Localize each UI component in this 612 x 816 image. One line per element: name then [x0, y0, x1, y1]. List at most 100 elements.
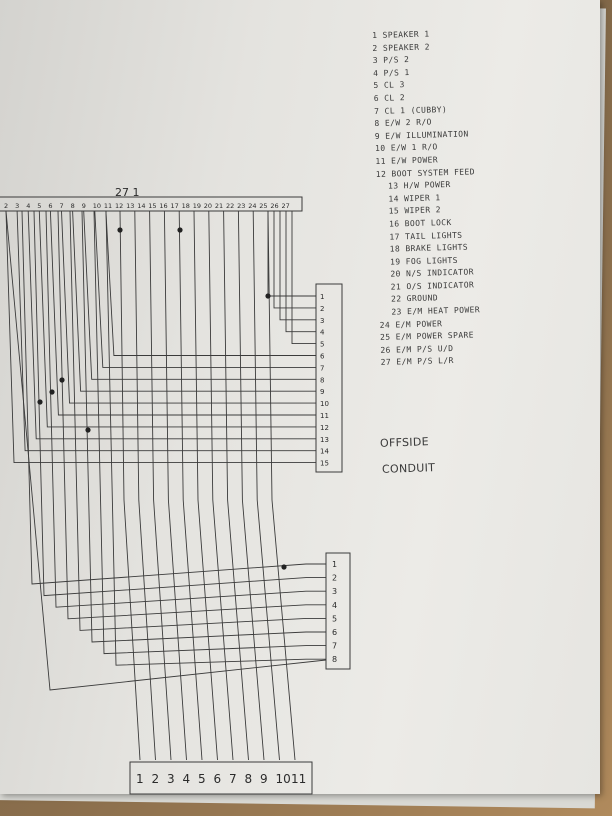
legend-item-text: P/S 1 — [383, 67, 410, 78]
bottom-connector — [129, 761, 313, 795]
right-connector-2-pin-label: 8 — [332, 655, 337, 664]
bottom-wire — [252, 210, 280, 761]
bottom-connector-pin-label: 3 — [167, 772, 175, 786]
top-connector-pin-label: 25 — [259, 202, 267, 210]
bottom-wire — [237, 210, 265, 761]
legend-item-number: 21 — [390, 282, 407, 292]
legend-item-text: BOOT LOCK — [404, 217, 452, 229]
top-connector-pin-label: 18 — [182, 202, 190, 210]
top-connector-pin-label: 16 — [159, 202, 167, 210]
junction-dot — [281, 564, 287, 570]
right-connector-1-pin-label: 12 — [320, 424, 329, 432]
legend-item-number: 20 — [390, 269, 407, 279]
junction-dot — [117, 227, 123, 233]
top-connector-pin-label: 23 — [237, 202, 245, 210]
right-block-1-wire — [94, 210, 316, 368]
bottom-connector-pin-label: 11 — [291, 772, 306, 786]
legend-item-text: WIPER 1 — [403, 192, 441, 203]
legend-item-number: 27 — [380, 357, 397, 368]
legend-item-text: CL 2 — [384, 93, 406, 103]
note-offside: OFFSIDE — [379, 435, 430, 450]
legend-item-text: BRAKE LIGHTS — [405, 242, 469, 254]
legend-item-text: E/M POWER — [395, 318, 443, 330]
right-block-2-wire — [105, 210, 326, 666]
top-connector-label: 27 1 — [115, 186, 140, 199]
legend-item-text: H/W POWER — [403, 180, 451, 191]
paper-sheet — [0, 0, 600, 794]
right-block-1-wire — [16, 210, 316, 452]
right-connector-2-pin-label: 7 — [332, 642, 337, 651]
right-block-2-wire — [21, 210, 326, 585]
legend-item-number: 16 — [388, 219, 405, 229]
bottom-wire — [193, 210, 218, 761]
legend-item-text: N/S INDICATOR — [405, 267, 474, 279]
top-connector-pin-label: 22 — [226, 202, 234, 210]
legend-item-number: 18 — [389, 244, 406, 254]
right-connector-1-pin-label: 10 — [320, 400, 329, 408]
right-connector-1-pin-label: 15 — [320, 460, 329, 468]
right-block-1-wire — [72, 210, 316, 392]
right-block-2-wire — [69, 210, 326, 631]
legend-item-number: 19 — [389, 256, 406, 267]
legend-item-text: E/W ILLUMINATION — [385, 129, 469, 141]
return-wire — [5, 210, 327, 691]
right-connector-1-pin-label: 3 — [320, 317, 324, 325]
right-connector-1-pin-label: 5 — [320, 341, 324, 349]
right-connector-1-pin-label: 13 — [320, 436, 329, 444]
right-block-2-wire — [57, 210, 326, 620]
bottom-wire — [163, 210, 187, 761]
bottom-wire — [208, 210, 234, 761]
top-connector-pin-label: 15 — [148, 202, 156, 210]
right-block-1-wire — [83, 210, 316, 380]
right-block-2-wire — [81, 210, 326, 643]
legend-item-number: 24 — [379, 320, 396, 330]
bottom-wire — [119, 210, 141, 761]
legend-item-text: E/M POWER SPARE — [395, 330, 475, 342]
right-block-1-wire — [61, 210, 316, 404]
right-block-1-wire — [38, 210, 316, 428]
right-connector-1-pin-label: 6 — [320, 353, 325, 361]
right-connector-1 — [315, 283, 343, 473]
top-connector — [0, 196, 303, 212]
bottom-connector-pin-label: 2 — [152, 772, 160, 786]
junction-dot — [49, 389, 55, 395]
right-connector-2-pin-label: 1 — [332, 560, 337, 569]
bottom-wire — [178, 210, 203, 761]
bottom-wire — [223, 210, 249, 761]
note-conduit: CONDUIT — [381, 461, 436, 476]
right-connector-1-pin-label: 2 — [320, 305, 324, 313]
right-connector-1-pin-label: 7 — [320, 364, 324, 372]
junction-dot — [177, 227, 183, 233]
legend-item-number: 11 — [375, 156, 392, 166]
right-block-1-wire — [105, 210, 316, 356]
legend-item-number: 15 — [388, 206, 405, 216]
legend-item-number: 10 — [374, 143, 391, 154]
right-connector-1-pin-label: 4 — [320, 329, 325, 337]
legend-item-text: SPEAKER 2 — [382, 42, 430, 53]
right-block-2-wire — [93, 210, 326, 655]
junction-dot — [59, 377, 65, 383]
right-connector-2-pin-label: 3 — [332, 587, 337, 596]
legend-item-text: GROUND — [406, 293, 439, 304]
right-block-1-wire — [273, 211, 316, 309]
top-connector-pin-label: 21 — [215, 202, 223, 210]
bottom-connector-pin-label: 10 — [276, 772, 291, 786]
right-block-2-wire — [45, 210, 326, 608]
legend-item-text: E/W POWER — [390, 155, 439, 166]
top-connector-pin-label: 5 — [37, 202, 41, 210]
legend-item-text: CL 1 (CUBBY) — [384, 104, 448, 116]
legend-item-text: E/M P/S U/D — [395, 343, 454, 355]
top-connector-pin-label: 11 — [104, 202, 112, 210]
legend-item-number: 13 — [387, 181, 404, 191]
right-connector-2-pin-label: 2 — [332, 574, 337, 583]
top-connector-pin-label: 9 — [82, 202, 86, 210]
bottom-wire — [149, 210, 172, 761]
legend-item-number: 25 — [379, 332, 396, 343]
right-block-1-wire — [285, 211, 316, 333]
legend-item-text: BOOT SYSTEM FEED — [391, 166, 475, 179]
bottom-connector-pin-label: 1 — [136, 772, 144, 786]
right-block-1-wire — [49, 210, 316, 416]
right-connector-1-pin-label: 1 — [320, 293, 324, 301]
right-connector-2-pin-label: 5 — [332, 614, 337, 623]
top-connector-pin-label: 12 — [115, 202, 123, 210]
